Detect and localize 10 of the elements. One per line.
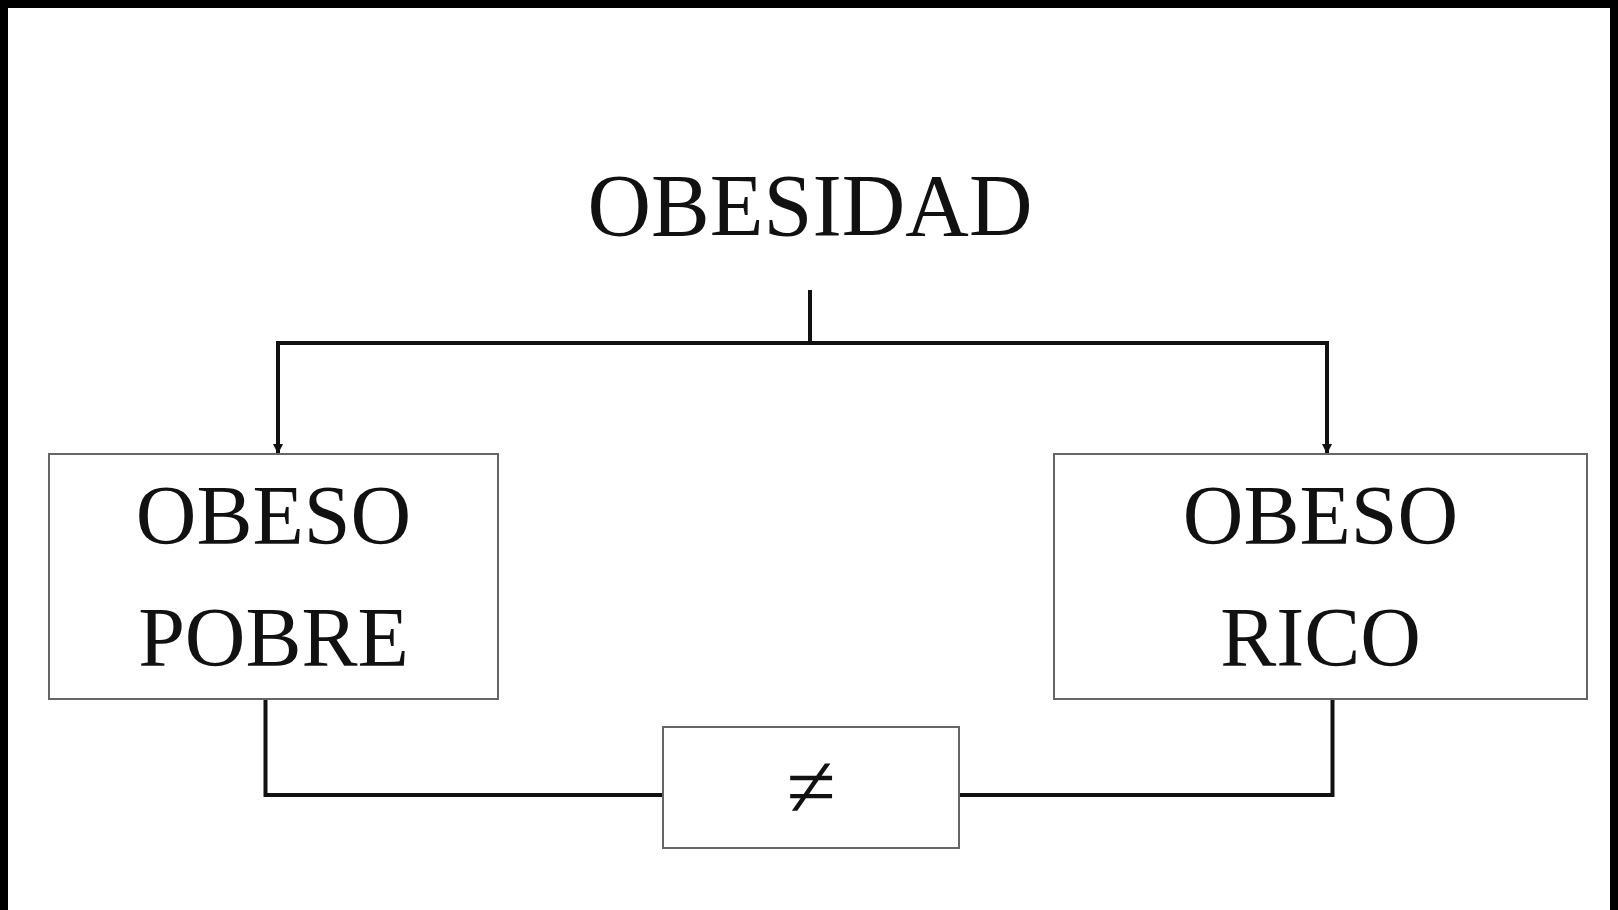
symbol-text: ≠ [786, 736, 836, 839]
box-label: OBESO POBRE [134, 467, 413, 686]
connector-line [960, 700, 1335, 797]
comparison-box [662, 726, 960, 849]
arrow [808, 290, 1332, 454]
category-box [48, 453, 499, 700]
category-box [1053, 453, 1588, 700]
connector-line [263, 700, 662, 797]
box-label: OBESO RICO [1181, 467, 1460, 686]
title-text: OBESIDAD [520, 120, 1100, 290]
